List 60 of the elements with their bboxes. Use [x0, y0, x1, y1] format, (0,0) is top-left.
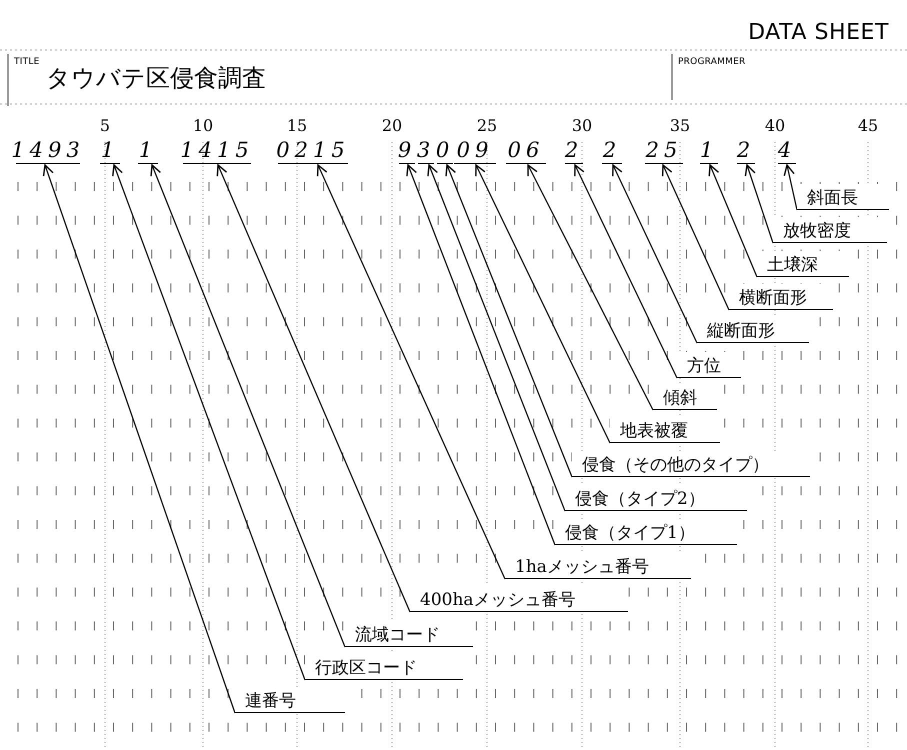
column-number: 40 — [764, 118, 786, 134]
field-label: 400haメッシュ番号 — [410, 586, 628, 612]
field-label: 侵食（タイプ1） — [555, 519, 737, 545]
field-label: 行政区コード — [305, 654, 463, 680]
handwritten-value: 09 — [454, 138, 496, 164]
field-label: 放牧密度 — [773, 217, 887, 243]
field-label: 横断面形 — [729, 284, 833, 310]
handwritten-value: 2 — [565, 138, 583, 164]
leader-arrow — [527, 164, 654, 410]
leader-arrow — [406, 164, 556, 546]
form-field-label: TITLE — [14, 58, 40, 67]
handwritten-value: 9 — [399, 138, 415, 164]
field-label: 斜面長 — [797, 184, 889, 210]
sheet-title: DATA SHEET — [748, 22, 889, 44]
handwritten-value: 1415 — [183, 138, 251, 164]
handwritten-value: 25 — [645, 138, 683, 164]
leader-arrow — [744, 164, 774, 244]
column-number: 5 — [98, 118, 112, 134]
field-label: 土壌深 — [757, 251, 849, 277]
column-number: 15 — [286, 118, 308, 134]
handwritten-value: 1 — [700, 138, 718, 164]
field-label: 1haメッシュ番号 — [505, 553, 691, 579]
field-label: 侵食（その他のタイプ） — [572, 451, 810, 477]
handwritten-value: 1 — [138, 138, 158, 164]
leader-arrow — [150, 164, 346, 648]
form-field-label: PROGRAMMER — [678, 58, 746, 67]
column-number: 20 — [380, 118, 404, 134]
handwritten-value: 2 — [602, 138, 622, 164]
field-label: 縦断面形 — [697, 317, 809, 343]
leader-arrow — [784, 164, 798, 210]
handwritten-value: 06 — [506, 138, 546, 164]
handwritten-value: 4 — [778, 138, 796, 164]
leader-arrow — [427, 164, 566, 512]
handwritten-value: 0215 — [278, 138, 348, 164]
leader-arrow — [708, 164, 758, 278]
field-label: 地表被覆 — [610, 417, 720, 443]
column-number: 10 — [192, 118, 214, 134]
handwritten-value: 3 — [418, 138, 434, 164]
field-label: 流域コード — [345, 621, 473, 647]
leader-arrow — [316, 164, 506, 580]
column-number: 45 — [856, 118, 880, 134]
handwritten-value: 0 — [437, 138, 453, 164]
column-number: 30 — [570, 118, 594, 134]
field-label: 侵食（タイプ2） — [565, 485, 747, 511]
leader-arrow — [662, 164, 730, 310]
handwritten-value: 1 — [100, 138, 120, 164]
leader-arrow — [445, 164, 573, 478]
handwritten-title: タウバテ区侵食調査 — [46, 66, 266, 90]
leader-arrow — [475, 164, 611, 444]
leader-arrow — [112, 164, 306, 680]
column-number: 35 — [668, 118, 692, 134]
leader-arrow — [612, 164, 698, 344]
field-label: 方位 — [677, 352, 741, 378]
handwritten-value: 2 — [737, 138, 755, 164]
field-label: 連番号 — [235, 687, 345, 713]
leader-arrow — [574, 164, 678, 378]
leader-arrow — [216, 164, 411, 612]
field-label: 傾斜 — [653, 384, 717, 410]
leader-arrow — [42, 164, 236, 714]
column-number: 25 — [476, 118, 498, 134]
